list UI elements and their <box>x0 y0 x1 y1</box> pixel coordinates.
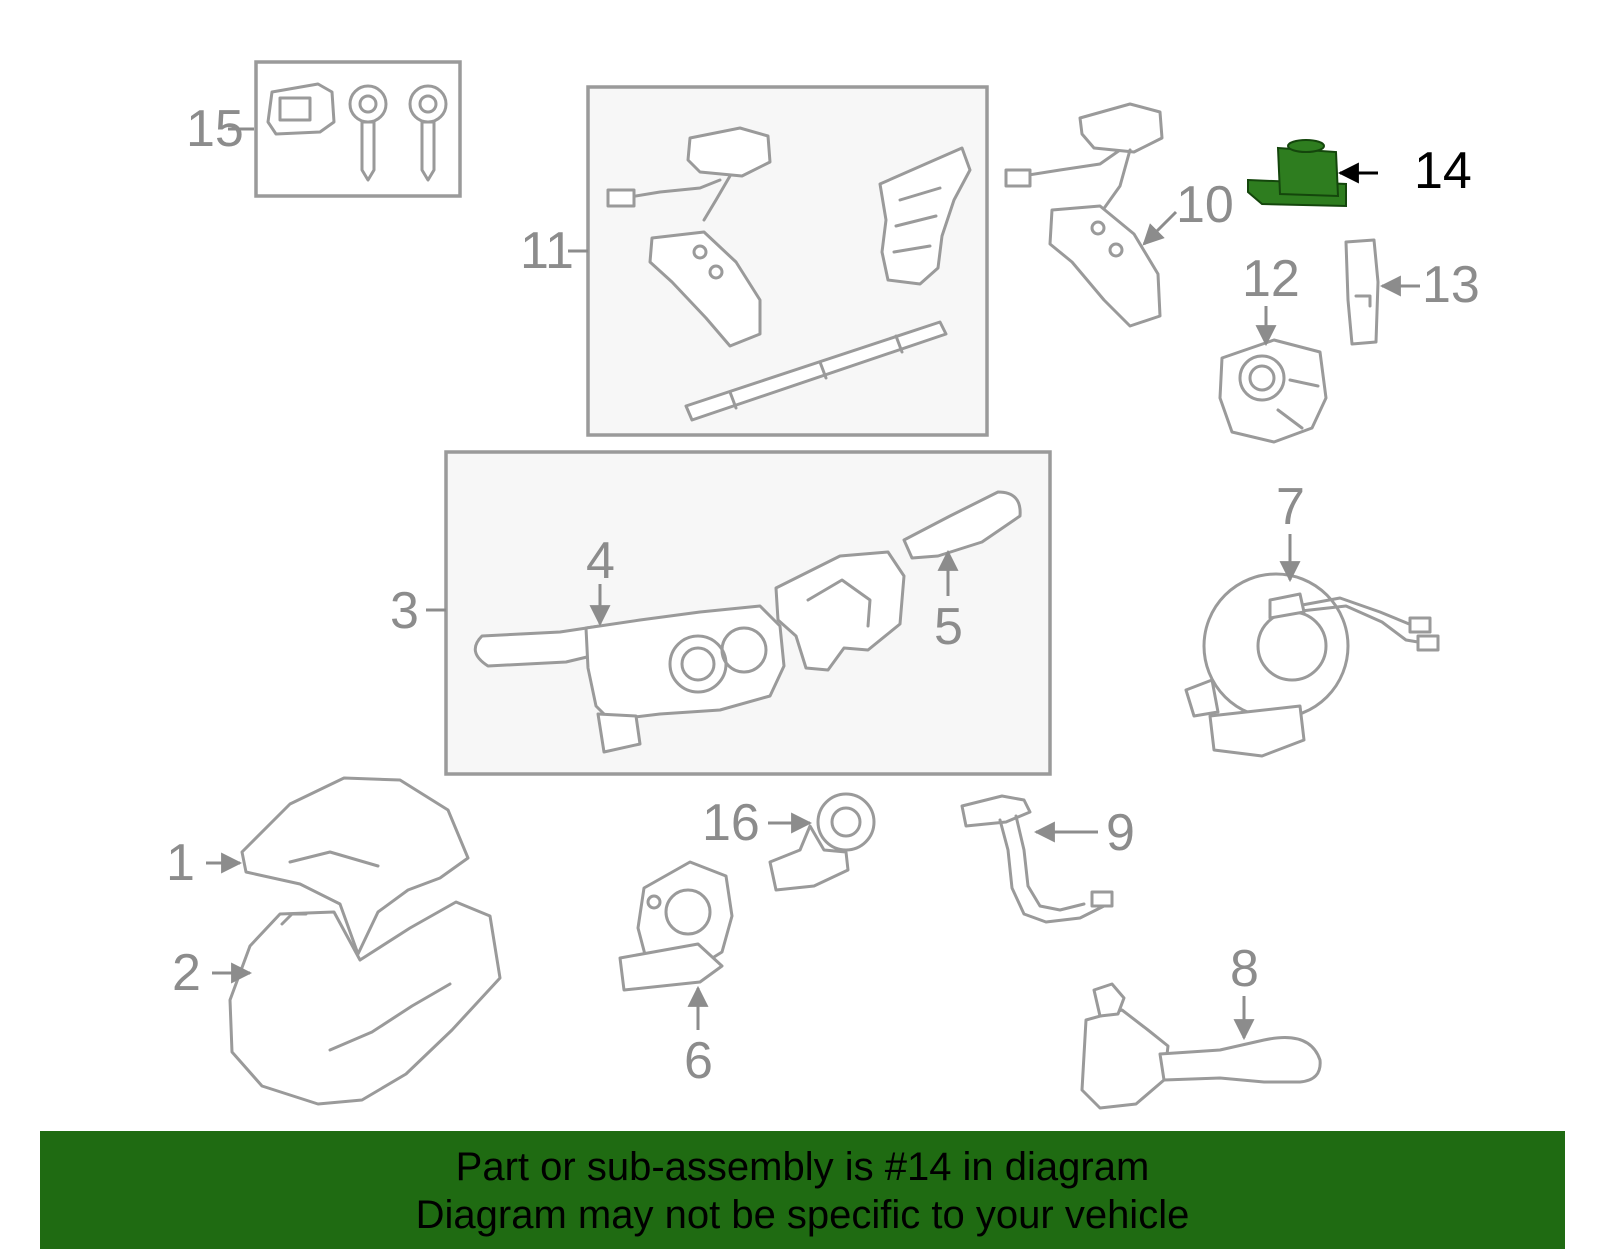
callout-9: 9 <box>1106 804 1135 862</box>
callout-11: 11 <box>520 222 574 280</box>
callout-8: 8 <box>1230 940 1259 998</box>
callout-2: 2 <box>172 944 201 1002</box>
part-15-lock-and-keys <box>254 60 462 198</box>
callout-14: 14 <box>1414 142 1472 200</box>
callout-5: 5 <box>934 598 963 656</box>
callout-4: 4 <box>586 532 615 590</box>
callout-12: 12 <box>1242 250 1300 308</box>
part-11-steering-switch-set <box>586 85 989 437</box>
part-1-upper-column-cover <box>240 776 470 956</box>
banner-line-disclaimer: Diagram may not be specific to your vehi… <box>415 1193 1190 1237</box>
part-6-steering-angle-sensor <box>618 860 734 992</box>
part-16-bracket <box>768 792 876 892</box>
part-12-sensor <box>1218 338 1328 444</box>
part-8-cruise-switch <box>1080 982 1322 1110</box>
callout-3: 3 <box>390 582 419 640</box>
callout-7: 7 <box>1276 478 1305 536</box>
part-14-highlighted-sensor <box>1247 139 1347 208</box>
part-3-combination-switch <box>444 450 1052 776</box>
part-9-wire-harness <box>960 794 1114 924</box>
callout-1: 1 <box>166 834 195 892</box>
part-2-lower-column-cover <box>228 900 502 1106</box>
callout-6: 6 <box>684 1032 713 1090</box>
part-10-steering-pad-switch <box>1004 102 1164 328</box>
part-info-banner: Part or sub-assembly is #14 in diagram D… <box>40 1131 1565 1249</box>
callout-13: 13 <box>1422 256 1480 314</box>
part-13-clip <box>1344 238 1380 346</box>
banner-line-part-number: Part or sub-assembly is #14 in diagram <box>455 1145 1150 1189</box>
callout-16: 16 <box>702 794 760 852</box>
part-7-spiral-cable <box>1184 572 1440 758</box>
callout-10: 10 <box>1176 176 1234 234</box>
